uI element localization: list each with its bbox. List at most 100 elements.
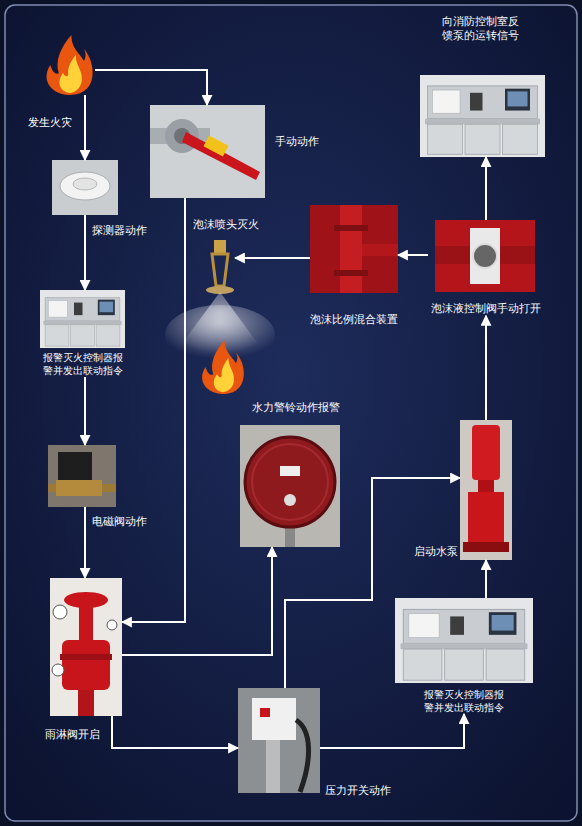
sprinkler-head — [206, 240, 234, 294]
process-step: 发生火灾 — [40, 35, 95, 95]
solenoid-valve-photo-part — [58, 452, 92, 480]
alarm-bell-photo-part — [240, 425, 340, 547]
flow-arrow — [235, 257, 310, 259]
deluge-valve-photo-part — [78, 690, 94, 716]
step-caption: 压力开关动作 — [325, 784, 415, 798]
control-panel-photo-part — [40, 290, 125, 348]
foam-valve-photo-part — [470, 228, 500, 284]
flow-arrow — [285, 478, 460, 688]
fire-icon-part — [47, 35, 93, 95]
deluge-valve-photo-part — [52, 664, 64, 676]
step-caption: 报警灭火控制器报 警并发出联动指令 — [422, 689, 506, 714]
step-caption: 向消防控制室反 馈泵的运转信号 — [442, 15, 524, 43]
control-panel-photo — [395, 598, 533, 683]
fire-icon-part — [202, 340, 244, 394]
step-caption: 电磁阀动作 — [92, 515, 162, 529]
process-step: 报警灭火控制器报 警并发出联动指令 — [395, 598, 533, 714]
step-caption: 探测器动作 — [92, 224, 162, 238]
water-pump-photo — [460, 420, 512, 560]
process-step: 泡沫比例混合装置 — [310, 205, 398, 327]
flow-arrow — [485, 560, 487, 598]
process-step: 手动动作 — [150, 105, 265, 198]
step-caption: 泡沫液控制阀手动打开 — [428, 302, 543, 316]
water-pump-photo-part — [463, 542, 509, 552]
foam-valve-photo — [435, 220, 535, 292]
step-caption: 发生火灾 — [28, 116, 88, 130]
solenoid-valve-photo — [48, 445, 116, 507]
process-step: 压力开关动作 — [238, 688, 320, 793]
step-caption: 启动水泵 — [408, 545, 458, 559]
alarm-bell-photo — [240, 425, 340, 547]
foam-mixer-photo-part — [334, 225, 368, 231]
solenoid-valve-photo-part — [48, 445, 116, 507]
manual-lever-photo-part — [203, 136, 228, 157]
process-step: 泡沫液控制阀手动打开 — [428, 220, 543, 316]
process-step: 启动水泵 — [460, 420, 512, 560]
process-step: 泡沫喷头灭火 — [205, 240, 235, 300]
photo-area — [460, 420, 512, 560]
solenoid-valve-photo-part — [102, 484, 116, 492]
manual-lever-photo — [150, 105, 265, 198]
fire-icon — [202, 340, 244, 394]
step-caption: 泡沫比例混合装置 — [306, 313, 402, 327]
flow-arrow — [84, 95, 86, 160]
step-caption: 雨淋阀开启 — [45, 728, 115, 742]
flow-arrow — [122, 547, 272, 655]
pressure-switch-photo-part — [266, 740, 280, 793]
sprinkler-head-part — [212, 254, 228, 286]
flow-arrow — [112, 716, 238, 748]
solenoid-valve-photo-part — [48, 484, 56, 492]
photo-area — [50, 578, 122, 716]
photo-area — [310, 205, 398, 293]
photo-area — [240, 425, 340, 547]
solenoid-valve-photo-part — [56, 480, 102, 496]
foam-mixer-photo-part — [310, 205, 398, 293]
flow-arrow — [122, 198, 185, 622]
control-panel-photo — [40, 290, 125, 348]
foam-mixer-photo-part — [340, 205, 362, 293]
deluge-valve-photo-part — [50, 578, 122, 716]
step-caption: 报警灭火控制器报 警并发出联动指令 — [41, 352, 125, 377]
deluge-valve-photo-part — [107, 620, 117, 630]
foam-mixer-photo-part — [362, 244, 398, 256]
photo-area — [40, 290, 125, 348]
flow-arrow — [485, 157, 487, 220]
photo-area — [205, 240, 235, 300]
water-pump-photo-part — [472, 425, 500, 480]
photo-area — [40, 35, 95, 95]
smoke-detector-photo-part — [73, 178, 97, 190]
sprinkler-head-part — [214, 240, 226, 254]
photo-area — [48, 445, 116, 507]
control-panel-photo-part — [420, 75, 545, 157]
water-pump-photo-part — [468, 492, 504, 542]
deluge-valve-photo-part — [60, 654, 112, 660]
flow-arrow — [95, 70, 207, 105]
process-step: 雨淋阀开启 — [50, 578, 122, 716]
control-panel-photo-part — [395, 598, 533, 683]
foam-valve-photo-part — [473, 244, 497, 268]
step-caption: 水力警铃动作报警 — [252, 401, 372, 415]
alarm-bell-photo-part — [284, 494, 296, 506]
process-step: 探测器动作 — [52, 160, 118, 215]
flow-arrow — [398, 254, 428, 256]
pressure-switch-photo — [238, 688, 320, 793]
water-pump-photo-part — [460, 420, 512, 560]
manual-lever-photo-part — [182, 132, 260, 180]
pressure-switch-photo-part — [238, 688, 320, 793]
manual-lever-photo-part — [150, 105, 265, 198]
photo-area — [428, 220, 543, 292]
photo-area — [150, 105, 265, 198]
alarm-bell-photo-part — [245, 437, 335, 527]
foam-mixer-photo-part — [334, 270, 368, 276]
foam-valve-photo-part — [435, 220, 535, 292]
process-step: 报警灭火控制器报 警并发出联动指令 — [40, 290, 125, 377]
photo-area — [395, 598, 533, 683]
deluge-valve-photo-part — [53, 605, 67, 619]
photo-area — [52, 160, 118, 215]
photo-area — [420, 75, 545, 157]
deluge-valve-photo-part — [79, 600, 93, 640]
